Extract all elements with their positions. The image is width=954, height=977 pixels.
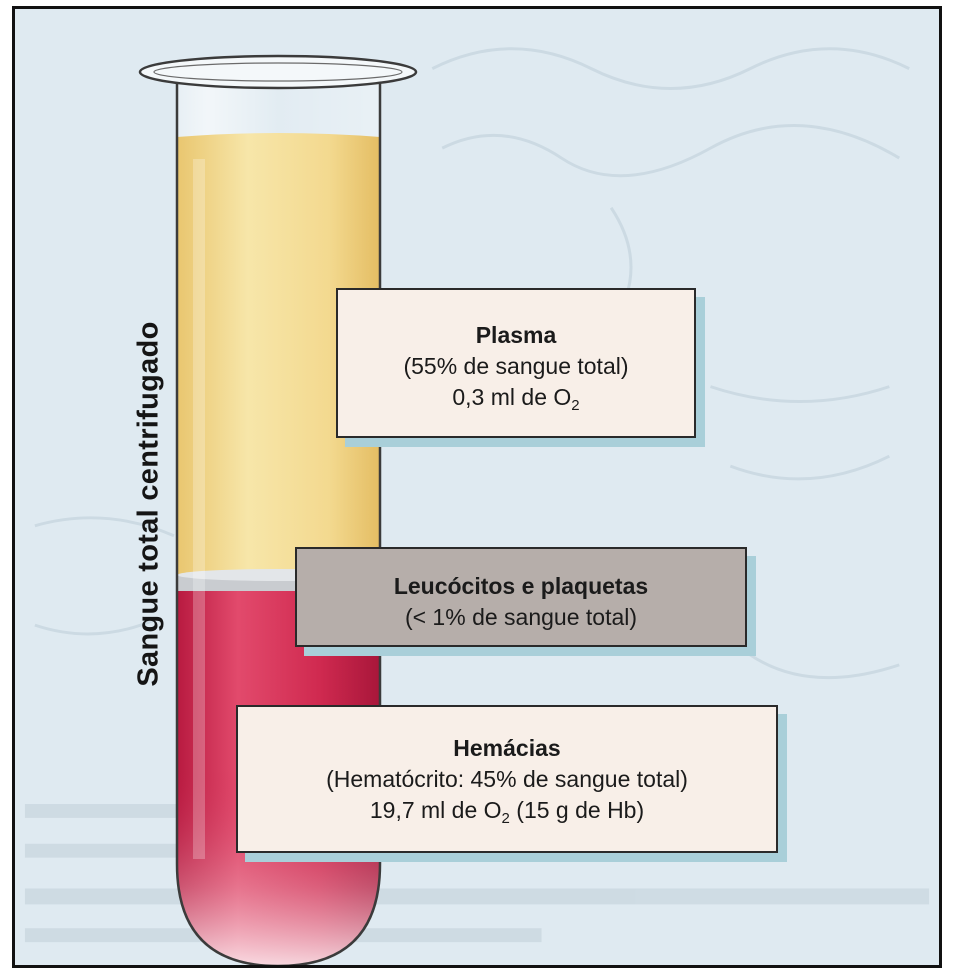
tube-rim: [140, 56, 416, 88]
leukocytes-title: Leucócitos e plaquetas: [297, 571, 745, 602]
plasma-oxygen: 0,3 ml de O2: [338, 382, 694, 413]
leukocytes-callout: Leucócitos e plaquetas (< 1% de sangue t…: [295, 547, 747, 647]
axis-label: Sangue total centrifugado: [133, 321, 166, 686]
leukocytes-percentage: (< 1% de sangue total): [297, 602, 745, 633]
plasma-title: Plasma: [338, 320, 694, 351]
red-cells-oxygen: 19,7 ml de O2 (15 g de Hb): [238, 795, 776, 826]
plasma-callout: Plasma (55% de sangue total) 0,3 ml de O…: [336, 288, 696, 438]
hematocrit-text: (Hematócrito: 45% de sangue total): [238, 764, 776, 795]
red-cells-title: Hemácias: [238, 733, 776, 764]
red-cells-callout: Hemácias (Hematócrito: 45% de sangue tot…: [236, 705, 778, 853]
plasma-percentage: (55% de sangue total): [338, 351, 694, 382]
